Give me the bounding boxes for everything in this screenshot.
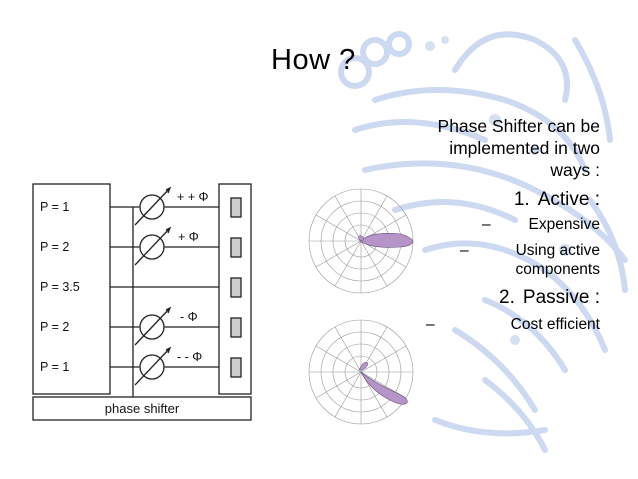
- phase-label: - Φ: [180, 310, 198, 324]
- sub-item-expensive: – Expensive: [482, 216, 600, 234]
- phase-shifter-label: phase shifter: [105, 401, 180, 416]
- sub-item-cost-efficient: – Cost efficient: [426, 316, 600, 334]
- sub-item-active-components: – Using active components: [460, 241, 600, 279]
- power-label: P = 1: [40, 360, 69, 374]
- power-label: P = 3.5: [40, 280, 80, 294]
- phase-label: + + Φ: [177, 190, 209, 204]
- phase-shifter-diagram: P = 1 P = 2 P = 3.5 P = 2 P = 1 + + Φ + …: [32, 183, 252, 421]
- power-label: P = 2: [40, 240, 69, 254]
- list-item-passive: 2.Passive :: [499, 286, 600, 308]
- power-label: P = 2: [40, 320, 69, 334]
- bullet-text: Phase Shifter can be implemented in two …: [376, 116, 600, 335]
- list-item-active: 1.Active :: [513, 188, 600, 210]
- seal-watermark: [338, 31, 628, 453]
- power-label: P = 1: [40, 200, 69, 214]
- radiation-pattern-top: [308, 188, 414, 294]
- phase-label: - - Φ: [177, 350, 202, 364]
- phase-label: + Φ: [178, 230, 199, 244]
- intro-text: Phase Shifter can be implemented in two …: [437, 116, 600, 180]
- slide-title: How ?: [271, 44, 356, 76]
- radiation-pattern-bottom: [308, 319, 414, 425]
